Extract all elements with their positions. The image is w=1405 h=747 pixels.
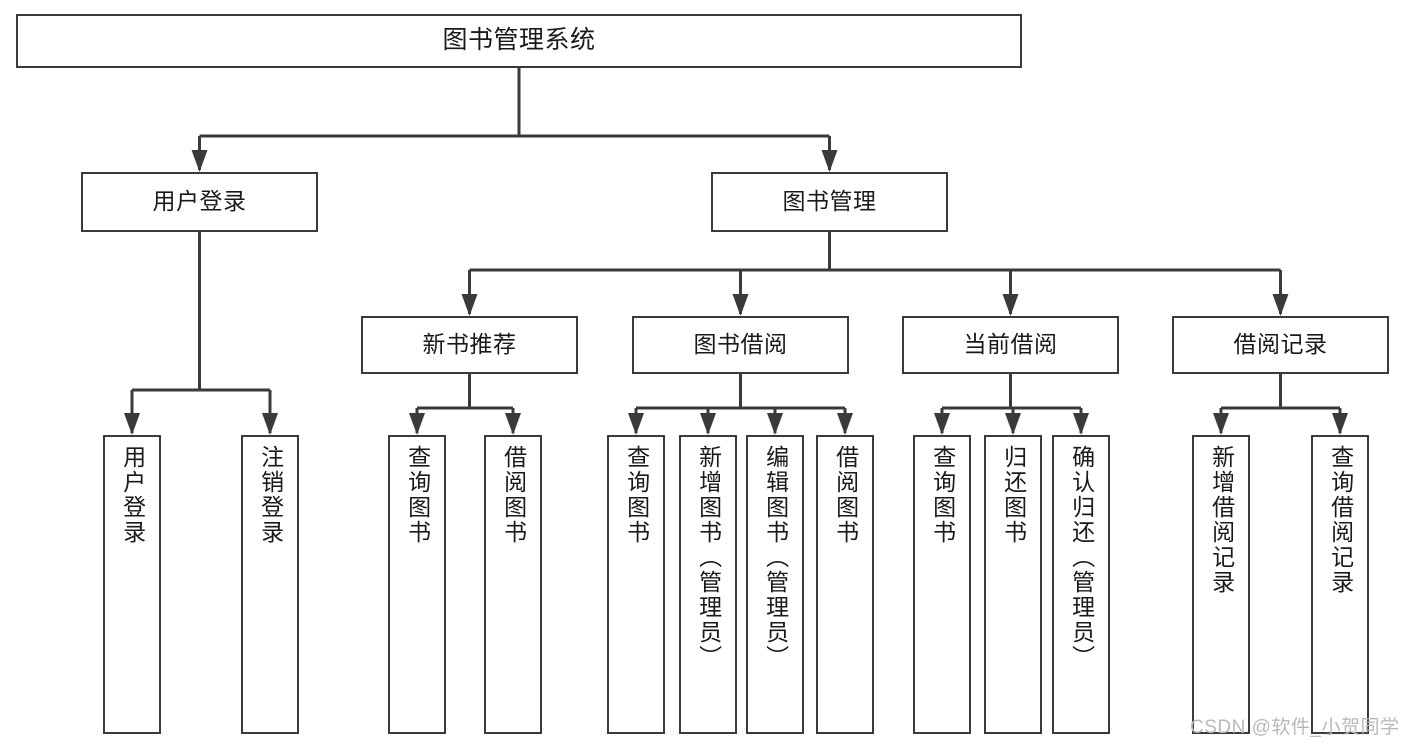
node-label: 用户登录 [152, 188, 247, 215]
node-user-login[interactable]: 用户登录 [81, 172, 318, 232]
node-new-book-rec[interactable]: 新书推荐 [361, 316, 578, 374]
node-label: 新增图书（管理员） [695, 445, 722, 670]
node-label: 图书借阅 [693, 331, 788, 358]
node-label: 新书推荐 [422, 331, 517, 358]
node-leaf-query-book-1[interactable]: 查询图书 [388, 435, 446, 734]
node-label: 确认归还（管理员） [1068, 445, 1095, 670]
node-leaf-borrow-book-2[interactable]: 借阅图书 [816, 435, 874, 734]
node-leaf-logout[interactable]: 注销登录 [241, 435, 299, 734]
node-leaf-add-record[interactable]: 新增借阅记录 [1192, 435, 1250, 734]
node-label: 用户登录 [119, 445, 146, 545]
node-label: 查询图书 [929, 445, 956, 545]
node-label: 查询图书 [623, 445, 650, 545]
node-label: 当前借阅 [963, 331, 1058, 358]
node-label: 借阅图书 [832, 445, 859, 545]
node-leaf-query-book-2[interactable]: 查询图书 [607, 435, 665, 734]
node-current-borrow[interactable]: 当前借阅 [902, 316, 1119, 374]
node-label: 查询图书 [404, 445, 431, 545]
node-leaf-borrow-book-1[interactable]: 借阅图书 [484, 435, 542, 734]
node-label: 借阅记录 [1233, 331, 1328, 358]
node-leaf-add-book[interactable]: 新增图书（管理员） [679, 435, 737, 734]
node-label: 图书管理 [782, 188, 877, 215]
node-label: 新增借阅记录 [1208, 445, 1235, 595]
node-borrow-record[interactable]: 借阅记录 [1172, 316, 1389, 374]
node-label: 查询借阅记录 [1327, 445, 1354, 595]
node-root[interactable]: 图书管理系统 [16, 14, 1022, 68]
node-leaf-edit-book[interactable]: 编辑图书（管理员） [746, 435, 804, 734]
node-leaf-query-record[interactable]: 查询借阅记录 [1311, 435, 1369, 734]
node-leaf-return-book[interactable]: 归还图书 [984, 435, 1042, 734]
node-leaf-query-book-3[interactable]: 查询图书 [913, 435, 971, 734]
node-book-borrow[interactable]: 图书借阅 [632, 316, 849, 374]
node-label: 归还图书 [1000, 445, 1027, 545]
node-leaf-user-login[interactable]: 用户登录 [103, 435, 161, 734]
node-label: 图书管理系统 [442, 26, 596, 55]
node-label: 借阅图书 [500, 445, 527, 545]
watermark-text: CSDN @软件_小贺同学 [1190, 717, 1400, 738]
node-book-manage[interactable]: 图书管理 [711, 172, 948, 232]
node-label: 编辑图书（管理员） [762, 445, 789, 670]
node-label: 注销登录 [257, 445, 284, 545]
node-leaf-confirm-return[interactable]: 确认归还（管理员） [1052, 435, 1110, 734]
